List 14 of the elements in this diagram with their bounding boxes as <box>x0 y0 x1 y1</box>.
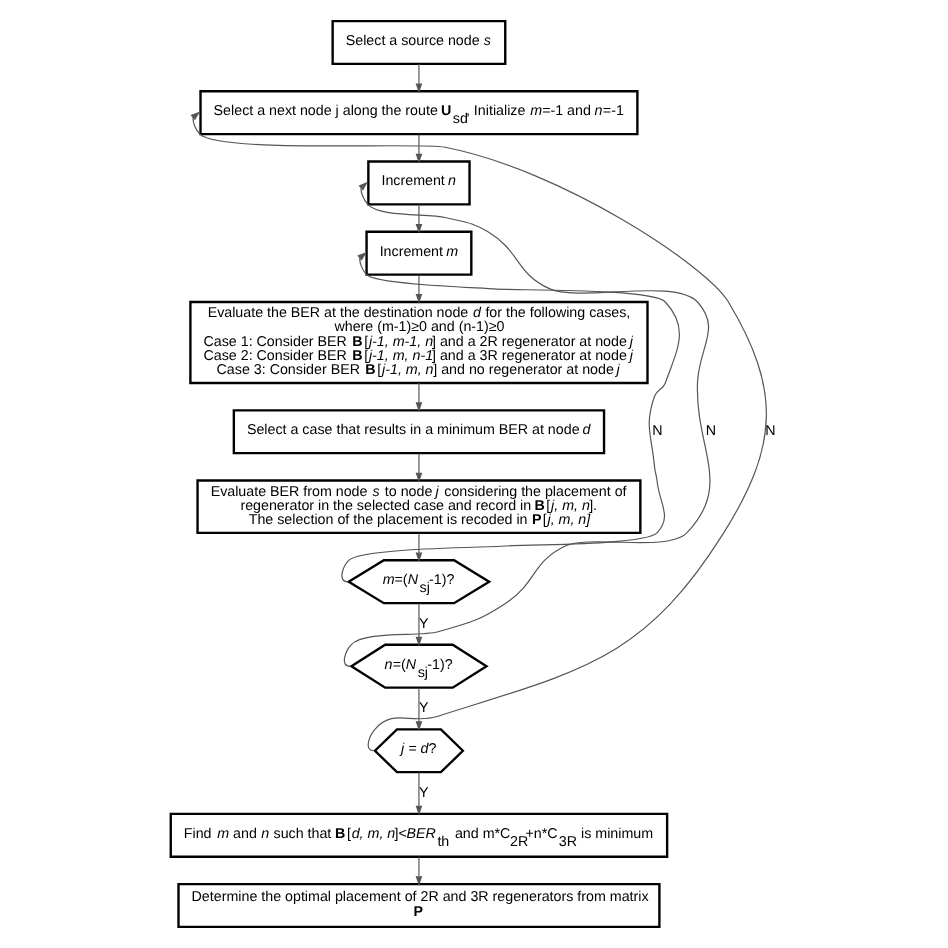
arrow <box>415 452 423 483</box>
arrow <box>415 382 423 412</box>
arrow <box>415 532 423 563</box>
arrow <box>415 602 423 647</box>
arrow <box>415 203 423 234</box>
arrow <box>415 63 423 93</box>
arrow <box>415 856 423 886</box>
arrow <box>415 274 423 304</box>
arrow <box>341 252 680 583</box>
arrow <box>190 111 767 752</box>
arrow <box>415 771 423 816</box>
arrow <box>415 687 423 731</box>
arrow <box>343 181 711 667</box>
arrow <box>415 133 423 164</box>
